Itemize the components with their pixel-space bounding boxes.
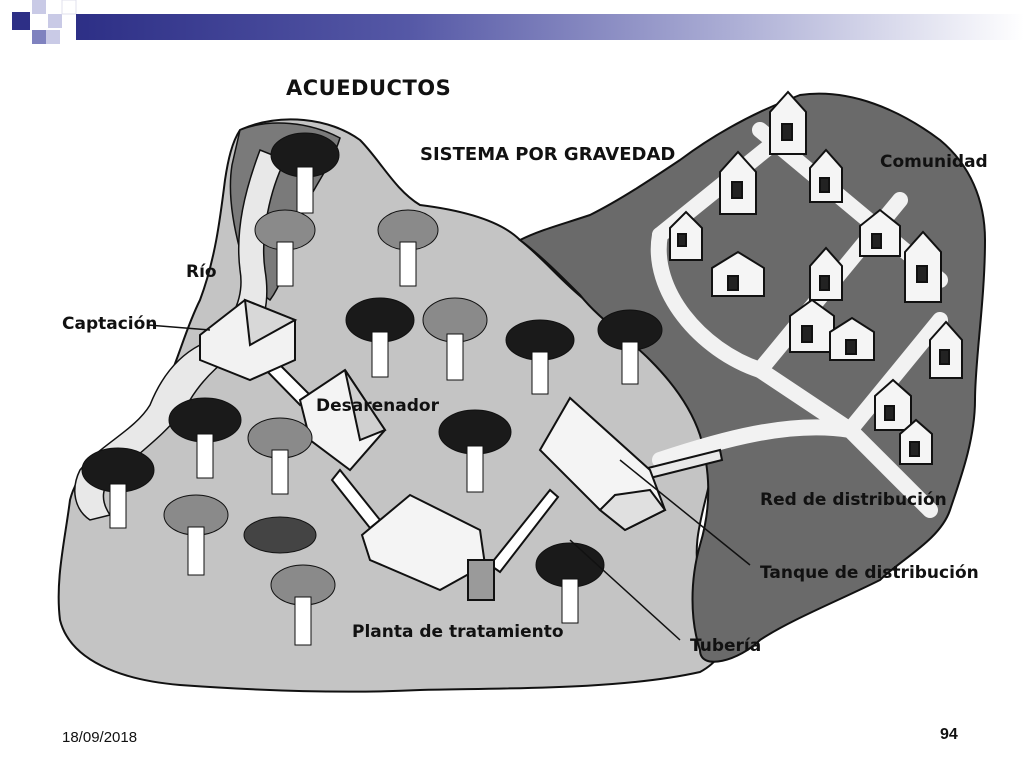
slide-subtitle: SISTEMA POR GRAVEDAD <box>420 144 676 165</box>
trees-mid <box>163 209 488 646</box>
community-houses <box>669 90 963 465</box>
planta-structure <box>360 493 495 601</box>
label-captacion: Captación <box>62 314 158 334</box>
label-comunidad: Comunidad <box>880 152 988 172</box>
slide-header <box>0 0 1024 48</box>
trees-dark <box>81 132 663 624</box>
label-planta: Planta de tratamiento <box>352 622 564 642</box>
slide-title: ACUEDUCTOS <box>286 76 452 100</box>
label-rio: Río <box>186 262 217 282</box>
leader-lines <box>147 324 751 641</box>
tanque-structure <box>538 396 667 532</box>
label-desarenador: Desarenador <box>316 396 439 416</box>
header-gradient-bar <box>76 14 1024 40</box>
label-tanque: Tanque de distribución <box>760 563 979 583</box>
page-number: 94 <box>940 726 958 743</box>
decorative-squares-icon <box>12 0 77 44</box>
footer-date: 18/09/2018 <box>62 729 138 746</box>
label-red-distribucion: Red de distribución <box>760 490 947 510</box>
captacion-structure <box>199 298 298 382</box>
label-tuberia: Tubería <box>690 636 762 656</box>
aqueduct-illustration <box>57 90 987 693</box>
